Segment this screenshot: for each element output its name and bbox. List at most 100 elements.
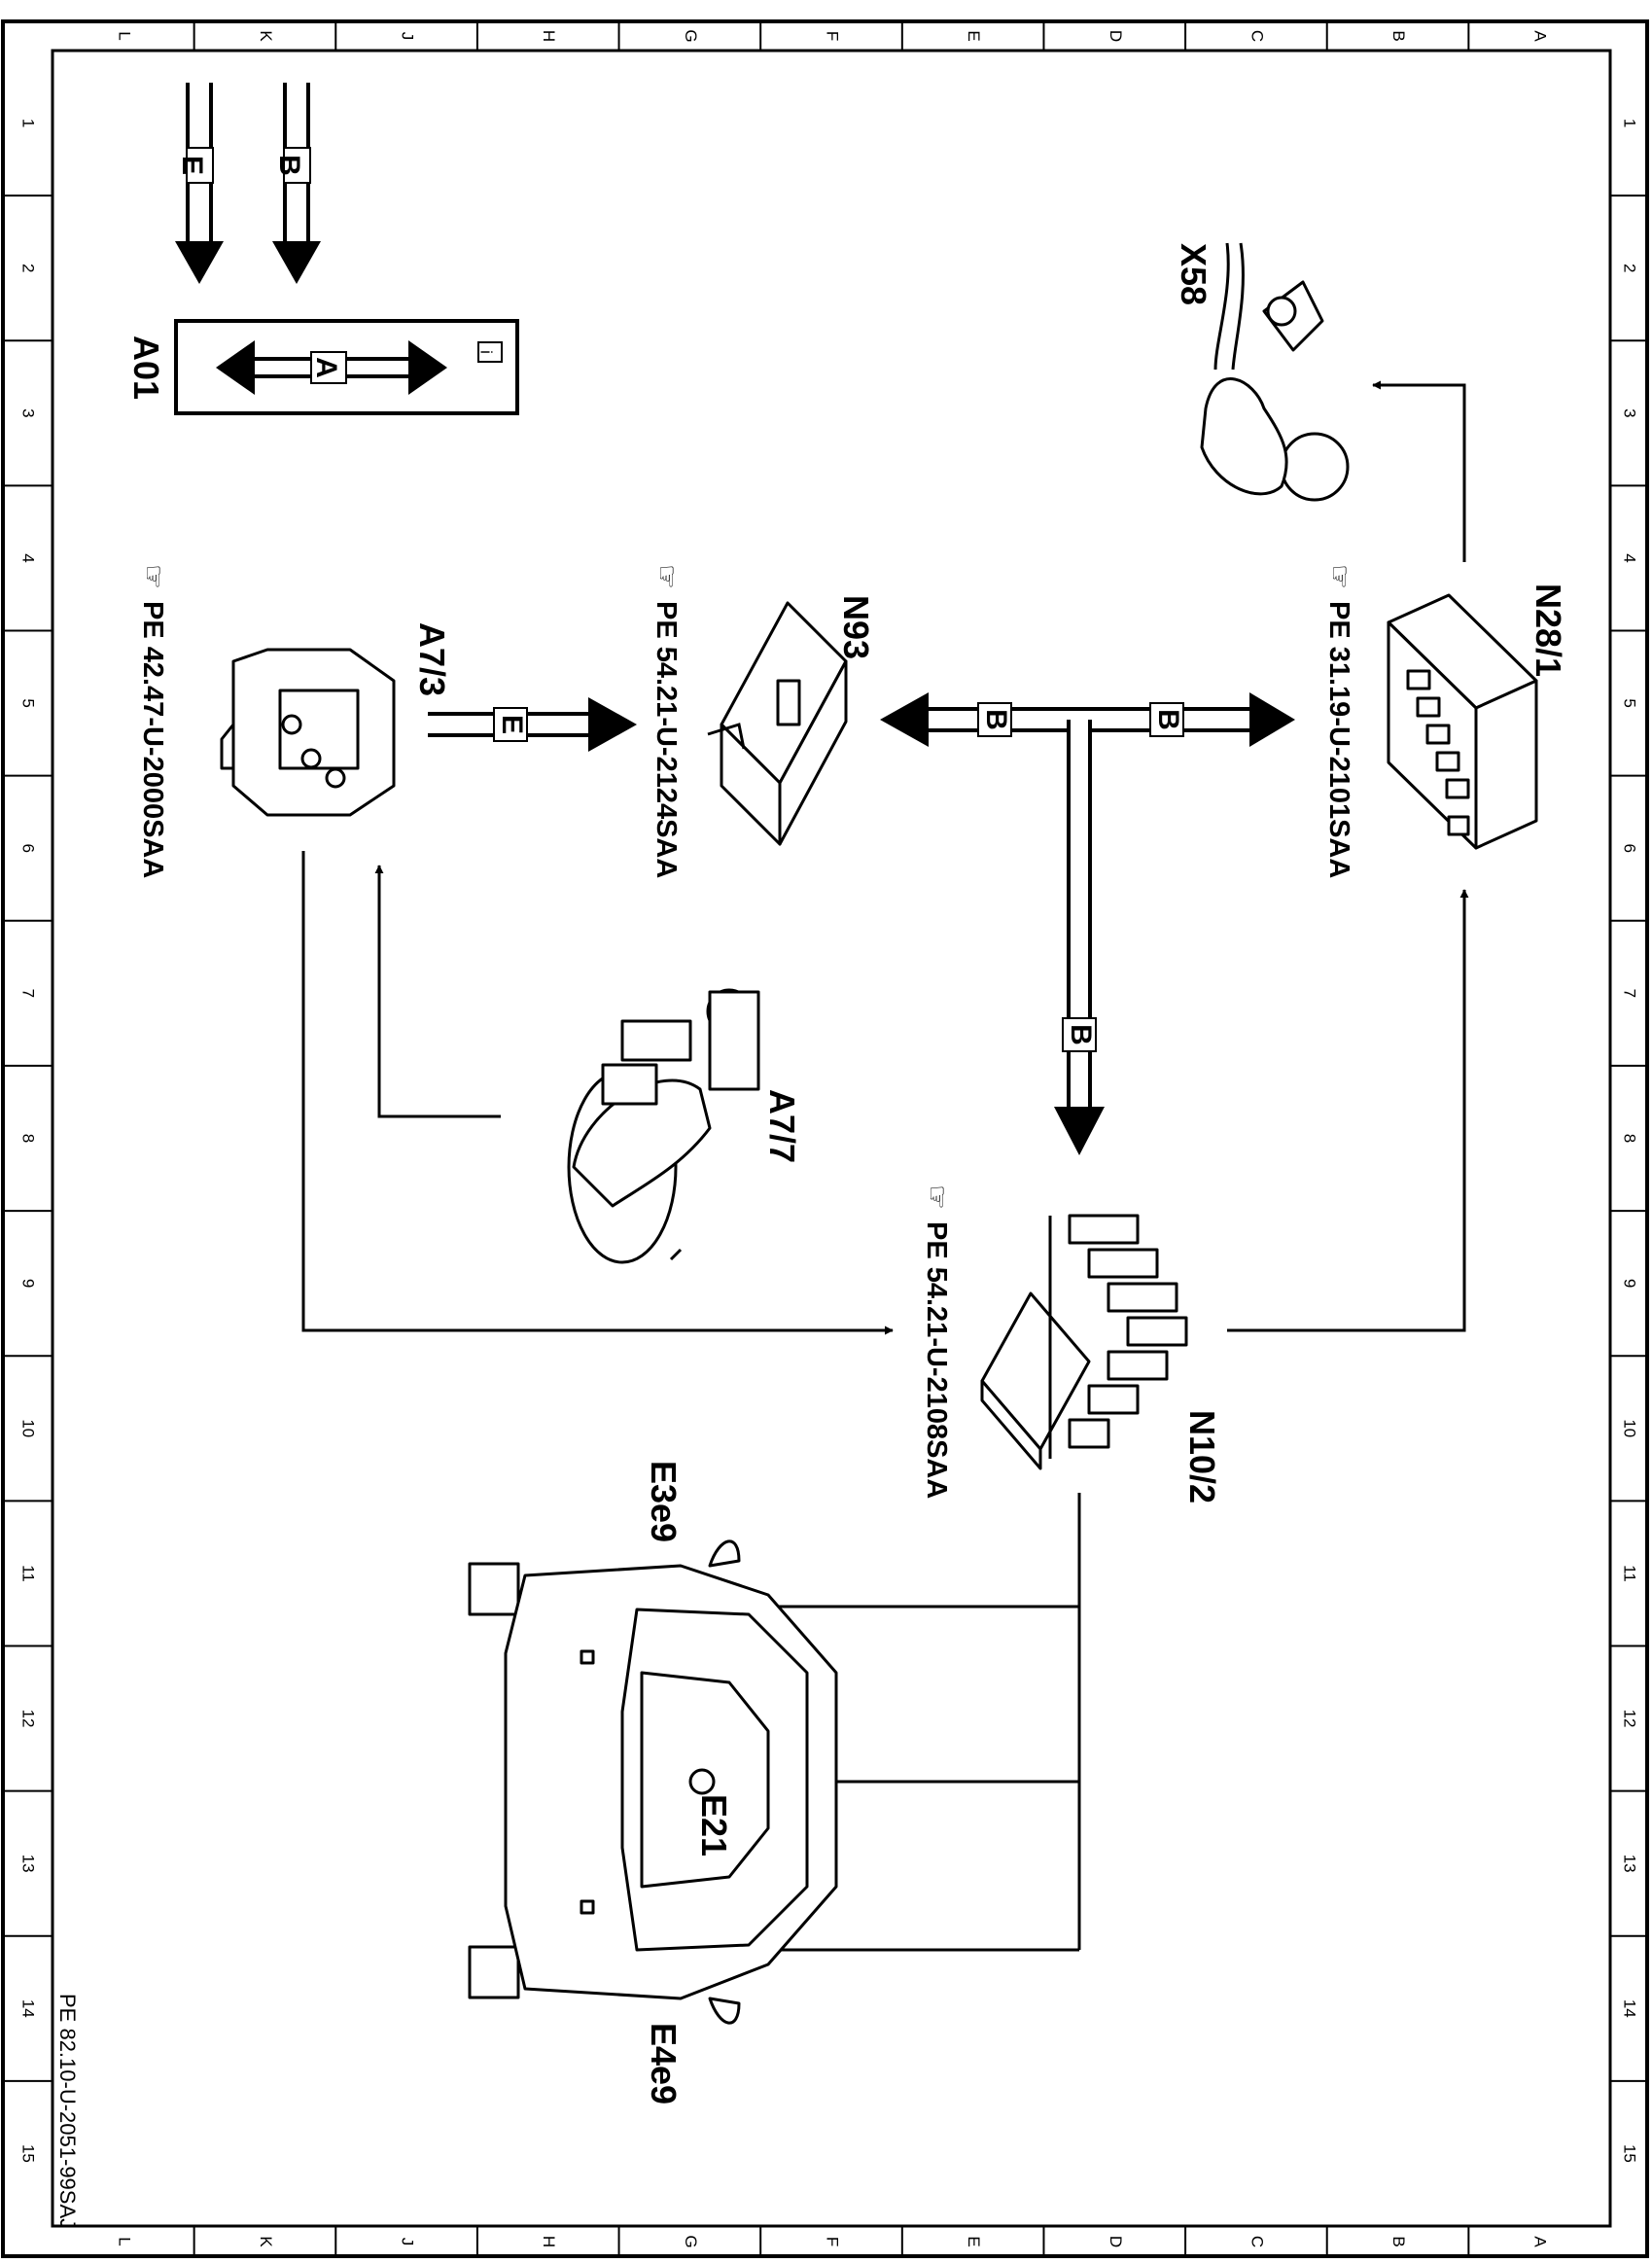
grid-row-label: 14 (19, 1999, 38, 2018)
grid-row-label: 5 (19, 698, 38, 707)
bus-e-text: E (496, 715, 528, 734)
grid-column-label: E (965, 2236, 983, 2246)
grid-column-label: L (115, 2237, 133, 2245)
grid-row-label: 8 (1621, 1134, 1639, 1143)
grid-row-label: 5 (1621, 698, 1639, 707)
a7-3-ref-text: PE 42.47-U-2000SAA (137, 601, 168, 878)
grid-row-label: 9 (19, 1279, 38, 1288)
grid-row-label: 4 (19, 553, 38, 562)
a7-3-to-n10-line (301, 851, 894, 1335)
n28-1-ref-icon: ☞ (1323, 564, 1354, 589)
a7-3-label: A7/3 (412, 622, 452, 696)
a7-7-brake-booster (567, 988, 760, 1264)
n93-ref: ☞ PE 54.21-U-2124SAA (650, 564, 682, 878)
n93-label: N93 (836, 595, 876, 659)
vehicle-rear-view (468, 1539, 838, 2025)
bus-b-to-n28-text: B (1152, 709, 1184, 730)
grid-row-label: 6 (1621, 843, 1639, 852)
document-code: PE 82.10-U-2051-99SAJ (55, 1994, 80, 2229)
bus-b-network: B B B (880, 692, 1295, 1155)
n93-ref-icon: ☞ (650, 564, 682, 589)
e21-label: E21 (694, 1794, 734, 1856)
grid-row-label: 11 (19, 1565, 38, 1582)
n28-1-ref: ☞ PE 31.19-U-2101SAA (1323, 564, 1354, 878)
n93-module (707, 601, 848, 846)
grid-row-label: 13 (19, 1855, 38, 1873)
n10-2-ref: ☞ PE 54.21-U-2108SAA (921, 1185, 952, 1499)
grid-column-label: H (540, 30, 558, 42)
grid-column-label: G (682, 29, 700, 42)
grid-column-label: D (1107, 30, 1125, 42)
grid-column-label: E (965, 30, 983, 41)
grid-row-label: 1 (1621, 119, 1639, 127)
grid-row-label: 7 (1621, 989, 1639, 998)
grid-row-label: 15 (1621, 2144, 1639, 2163)
a01-legend-box: A i (174, 319, 519, 415)
n10-2-ref-text: PE 54.21-U-2108SAA (921, 1221, 952, 1499)
grid-row-label: 3 (1621, 408, 1639, 417)
grid-column-label: J (399, 32, 417, 41)
grid-column-label: A (1531, 2236, 1550, 2247)
grid-column-label: K (257, 2236, 275, 2247)
n10-2-module (980, 1214, 1188, 1470)
a7-3-hydraulic-unit (220, 648, 396, 817)
grid-row-label: 6 (19, 843, 38, 852)
grid-row-label: 10 (1621, 1419, 1639, 1437)
grid-column-label: H (540, 2236, 558, 2247)
grid-row-label: 4 (1621, 553, 1639, 562)
x58-connector (1200, 242, 1350, 502)
x58-label: X58 (1174, 243, 1213, 305)
grid-column-label: G (682, 2235, 700, 2247)
grid-column-label: F (824, 2237, 842, 2246)
e4e9-label: E4e9 (644, 2023, 684, 2104)
grid-column-label: C (1248, 2236, 1266, 2247)
grid-row-label: 14 (1621, 1999, 1639, 2018)
grid-row-label: 7 (19, 989, 38, 998)
a7-7-label: A7/7 (762, 1089, 802, 1163)
a01-bus-text: A (310, 357, 342, 378)
n93-ref-text: PE 54.21-U-2124SAA (650, 601, 682, 878)
n10-2-ref-icon: ☞ (921, 1185, 952, 1210)
grid-row-label: 12 (1621, 1710, 1639, 1728)
a7-3-ref: ☞ PE 42.47-U-2000SAA (137, 564, 168, 878)
bus-e-a7-to-n93: E (428, 697, 637, 752)
grid-row-label: 13 (1621, 1855, 1639, 1873)
grid-column-label: B (1389, 30, 1408, 41)
legend-input-b: B (272, 83, 321, 284)
grid-column-label: L (115, 31, 133, 40)
grid-row-label: 11 (1621, 1565, 1639, 1582)
grid-column-label: K (257, 30, 275, 42)
n28-to-x58-line (1372, 380, 1466, 562)
grid-row-label: 8 (19, 1134, 38, 1143)
grid-column-label: J (399, 2238, 417, 2246)
legend-e-text: E (176, 156, 208, 175)
bus-b-to-n10-text: B (1065, 1024, 1097, 1045)
grid-column-label: D (1107, 2236, 1125, 2247)
grid-row-label: 9 (1621, 1279, 1639, 1288)
grid-row-label: 2 (19, 264, 38, 272)
a7-7-to-a7-3-line (374, 865, 501, 1118)
n28-1-module (1387, 593, 1538, 850)
grid-row-label: 10 (19, 1419, 38, 1437)
grid-row-label: 2 (1621, 264, 1639, 272)
a01-label: A01 (126, 336, 166, 400)
grid-row-label: 15 (19, 2144, 38, 2163)
e3e9-label: E3e9 (644, 1461, 684, 1542)
n10-to-n28-line (1227, 889, 1469, 1332)
grid-column-label: B (1389, 2236, 1408, 2246)
legend-input-e: E (175, 83, 224, 284)
a7-3-ref-icon: ☞ (137, 564, 168, 589)
grid-column-label: C (1248, 30, 1266, 42)
grid-column-label: A (1531, 30, 1550, 42)
legend-b-text: B (273, 155, 305, 176)
info-icon: i (477, 350, 496, 354)
grid-row-label: 3 (19, 408, 38, 417)
bus-b-to-n93-text: B (980, 709, 1012, 730)
n28-1-ref-text: PE 31.19-U-2101SAA (1323, 601, 1354, 878)
grid-row-label: 1 (19, 119, 38, 127)
n10-2-label: N10/2 (1182, 1410, 1222, 1503)
grid-row-label: 12 (19, 1710, 38, 1728)
grid-column-label: F (824, 31, 842, 41)
